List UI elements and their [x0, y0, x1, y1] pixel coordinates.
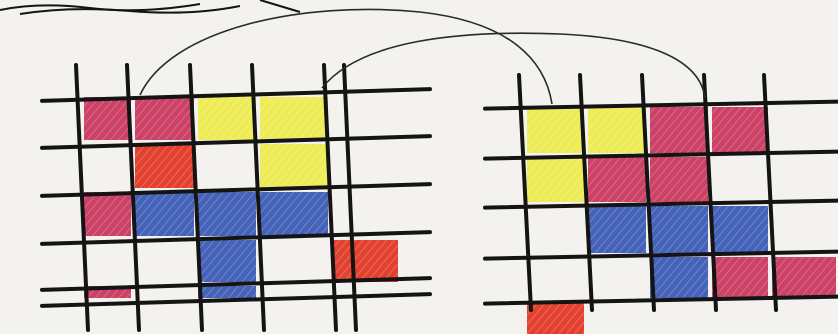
cell-hatch — [650, 107, 708, 153]
cell-hatch — [650, 257, 708, 298]
cell-hatch — [198, 97, 256, 140]
cell-hatch — [588, 157, 646, 202]
cell-hatch — [84, 192, 131, 236]
cell-hatch — [588, 206, 646, 253]
left-grid — [42, 65, 430, 330]
cell-hatch — [198, 192, 256, 236]
cell-hatch — [198, 286, 256, 298]
cell-hatch — [527, 302, 584, 334]
cell-hatch — [588, 107, 646, 153]
cell-hatch — [527, 107, 584, 153]
cell-hatch — [135, 192, 194, 236]
cell-hatch — [650, 157, 708, 202]
cell-hatch — [198, 240, 256, 282]
cell-hatch — [135, 97, 194, 140]
cell-hatch — [650, 206, 708, 253]
scribble-mark — [0, 0, 300, 14]
cell-hatch — [260, 192, 328, 236]
right-grid — [485, 75, 838, 334]
cell-hatch — [527, 157, 584, 202]
cell-hatch — [332, 240, 398, 282]
cell-hatch — [712, 257, 768, 298]
cell-hatch — [135, 144, 194, 188]
cell-hatch — [712, 107, 768, 153]
cell-hatch — [260, 97, 328, 140]
cell-hatch — [260, 144, 328, 188]
cell-hatch — [712, 206, 768, 253]
grid-vline — [344, 65, 356, 330]
cell-hatch — [84, 97, 131, 140]
cell-hatch — [772, 257, 836, 298]
